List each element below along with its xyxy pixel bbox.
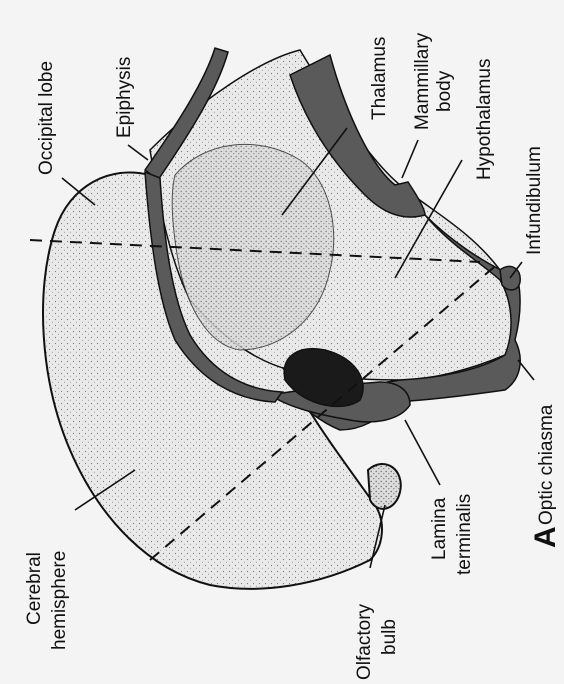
label-mammillary-body-line2: body bbox=[434, 70, 455, 112]
label-lamina-terminalis-line1: Lamina bbox=[429, 497, 450, 560]
leader-optic-chiasma bbox=[518, 360, 534, 380]
label-lamina-terminalis-line2: terminalis bbox=[454, 494, 475, 575]
label-occipital-lobe: Occipital lobe bbox=[36, 61, 57, 175]
label-mammillary-body-line1: Mammillary bbox=[412, 32, 433, 130]
label-olfactory-bulb-line2: bulb bbox=[379, 619, 400, 655]
label-infundibulum: Infundibulum bbox=[524, 146, 545, 255]
figure-letter: A bbox=[529, 526, 562, 548]
label-optic-chiasma: Optic chiasma bbox=[536, 404, 557, 525]
label-thalamus: Thalamus bbox=[369, 37, 390, 120]
label-cerebral-hemisphere-line2: hemisphere bbox=[49, 551, 70, 650]
leader-lamina-terminalis bbox=[405, 420, 440, 485]
label-cerebral-hemisphere-line1: Cerebral bbox=[24, 552, 45, 625]
leader-epiphysis bbox=[128, 145, 148, 160]
olfactory-bulb-shape bbox=[368, 464, 401, 509]
label-epiphysis: Epiphysis bbox=[114, 57, 135, 138]
label-olfactory-bulb-line1: Olfactory bbox=[354, 603, 375, 680]
label-hypothalamus: Hypothalamus bbox=[474, 59, 495, 180]
infundibulum-shape bbox=[500, 266, 520, 290]
leader-mammillary-body bbox=[402, 140, 418, 178]
